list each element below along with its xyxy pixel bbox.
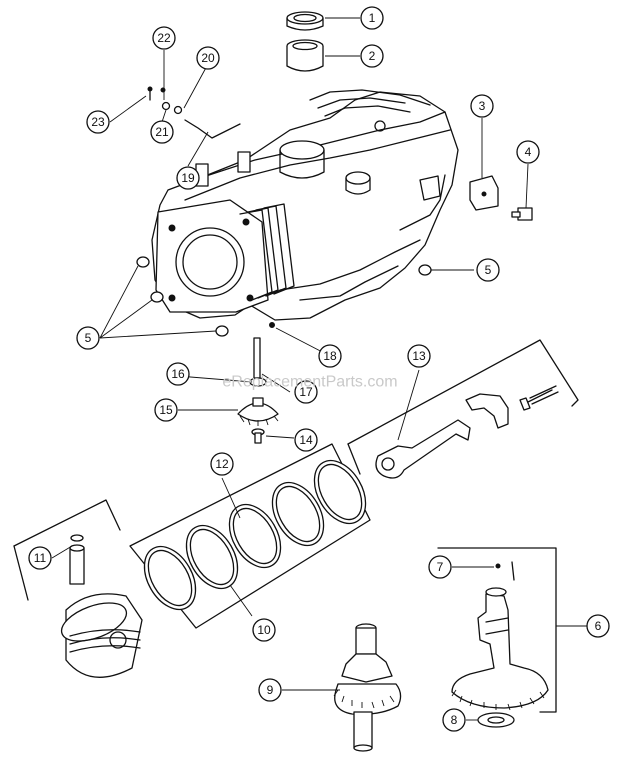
callout-circle — [86, 110, 110, 134]
callout-circle — [258, 678, 282, 702]
leader-lines — [51, 17, 588, 721]
callout-circle — [360, 44, 384, 68]
callout-circle — [76, 326, 100, 350]
camshaft-box — [437, 547, 557, 713]
wrist-pin — [69, 534, 85, 585]
callout-circle — [176, 166, 200, 190]
callout-22: 22 — [152, 26, 176, 50]
callout-label: 20 — [201, 51, 215, 65]
washer-8 — [477, 712, 515, 728]
callout-21: 21 — [150, 120, 174, 144]
callout-circle — [428, 555, 452, 579]
callout-label: 3 — [479, 99, 486, 113]
bushing-2 — [286, 39, 324, 72]
callout-13: 13 — [407, 344, 431, 368]
stud-17 — [253, 322, 275, 379]
connecting-rod-13 — [375, 385, 559, 479]
callout-label: 11 — [34, 551, 47, 565]
bolt-4 — [511, 207, 533, 221]
governor-15 — [237, 377, 279, 426]
piston-box — [13, 499, 121, 601]
callout-label: 6 — [595, 619, 602, 633]
callout-circle — [360, 6, 384, 30]
callout-label: 1 — [369, 11, 376, 25]
callout-label: 7 — [437, 560, 444, 574]
callout-15: 15 — [154, 398, 178, 422]
callout-circle — [294, 428, 318, 452]
callout-circle — [318, 344, 342, 368]
callout-label: 22 — [157, 31, 171, 45]
piston-11 — [60, 593, 143, 678]
callout-circle — [154, 398, 178, 422]
callout-16: 16 — [166, 362, 190, 386]
callout-1: 1 — [360, 6, 384, 30]
callout-10: 10 — [252, 618, 276, 642]
callout-8: 8 — [442, 708, 466, 732]
callout-20: 20 — [196, 46, 220, 70]
callout-17: 17 — [294, 380, 318, 404]
callout-label: 23 — [91, 115, 105, 129]
callout-5: 5 — [76, 326, 100, 350]
callout-11: 11 — [28, 546, 52, 570]
callout-19: 19 — [176, 166, 200, 190]
callout-label: 2 — [369, 49, 376, 63]
callout-label: 4 — [525, 145, 532, 159]
callout-circle — [294, 380, 318, 404]
callout-7: 7 — [428, 555, 452, 579]
pin-7 — [495, 561, 515, 581]
callout-circle — [516, 140, 540, 164]
small-fittings — [147, 86, 183, 115]
callout-circle — [28, 546, 52, 570]
callout-2: 2 — [360, 44, 384, 68]
callout-label: 15 — [159, 403, 173, 417]
callout-label: 16 — [171, 367, 185, 381]
callout-12: 12 — [210, 452, 234, 476]
callout-label: 13 — [412, 349, 426, 363]
callout-circle — [150, 120, 174, 144]
callout-label: 18 — [323, 349, 337, 363]
callout-circle — [442, 708, 466, 732]
callout-circle — [586, 614, 610, 638]
callout-4: 4 — [516, 140, 540, 164]
crankshaft-9 — [333, 623, 402, 752]
callout-circle — [152, 26, 176, 50]
callout-9: 9 — [258, 678, 282, 702]
callout-23: 23 — [86, 110, 110, 134]
callout-label: 8 — [451, 713, 458, 727]
callout-6: 6 — [586, 614, 610, 638]
bracket-3 — [469, 175, 499, 211]
camshaft-6 — [451, 587, 549, 711]
callout-circle — [470, 94, 494, 118]
piston-rings-10 — [143, 459, 367, 611]
callout-label: 5 — [485, 263, 492, 277]
callout-circle — [252, 618, 276, 642]
callout-14: 14 — [294, 428, 318, 452]
callout-circle — [166, 362, 190, 386]
screw-14 — [251, 428, 265, 444]
callout-label: 12 — [215, 457, 229, 471]
callout-label: 19 — [181, 171, 195, 185]
callout-circle — [476, 258, 500, 282]
callout-18: 18 — [318, 344, 342, 368]
callout-label: 9 — [267, 683, 274, 697]
connecting-rod-box — [347, 339, 579, 475]
callout-circle — [407, 344, 431, 368]
callout-label: 14 — [299, 433, 313, 447]
callout-circle — [196, 46, 220, 70]
engine-block — [151, 89, 459, 321]
callout-label: 21 — [155, 125, 169, 139]
callout-5: 5 — [476, 258, 500, 282]
callout-label: 5 — [85, 331, 92, 345]
callout-label: 10 — [257, 623, 271, 637]
breather-tube — [184, 119, 241, 139]
dowel-pins-5 — [136, 256, 432, 337]
bearing-seal-1 — [286, 11, 324, 31]
callout-3: 3 — [470, 94, 494, 118]
callout-circle — [210, 452, 234, 476]
callout-label: 17 — [299, 385, 313, 399]
watermark-text: eReplacementParts.com — [222, 374, 397, 391]
